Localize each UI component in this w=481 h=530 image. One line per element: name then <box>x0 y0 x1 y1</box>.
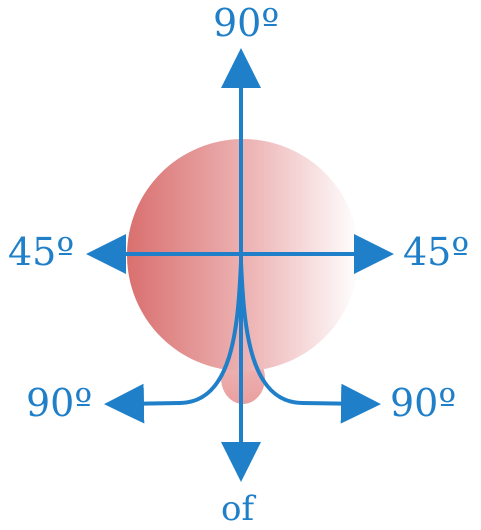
label-bottom: of <box>221 489 255 529</box>
label-right-angle: 45º <box>403 230 470 274</box>
curved-arrow-left <box>104 261 243 424</box>
label-top-angle: 90º <box>213 1 280 45</box>
curved-arrow-right <box>239 261 381 424</box>
label-left-angle: 45º <box>8 230 75 274</box>
label-bottom-right-angle: 90º <box>390 381 457 425</box>
label-bottom-left-angle: 90º <box>26 381 93 425</box>
